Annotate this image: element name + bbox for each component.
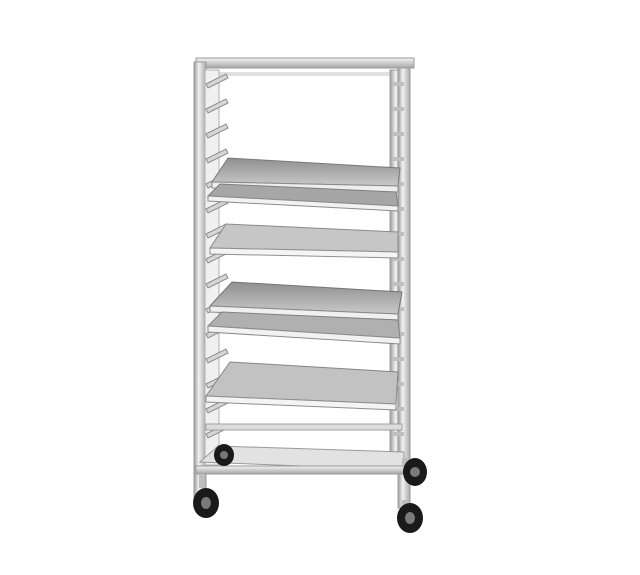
left-slide-runner [205,273,229,289]
right-slide-runner [392,382,404,386]
left-slide-runner [205,348,229,364]
caster-rear-left [214,444,234,466]
right-slide-runner [392,357,404,361]
right-slide-runner [392,407,404,411]
caster-front-left [193,474,219,518]
left-slide-runner [205,73,229,89]
caster-front-right [397,500,423,533]
tray-6 [205,361,399,411]
tray-2 [206,183,399,212]
right-slide-runner [392,107,404,111]
bottom-frame [195,423,411,475]
right-slide-runner [392,132,404,136]
right-slide-runner [392,257,404,261]
tray-5 [206,311,401,345]
right-slide-runner [392,432,404,436]
right-slide-runner [392,282,404,286]
left-slide-runner [205,198,229,214]
front-left-post [193,61,220,503]
left-slide-runner [205,148,229,164]
right-slide-runner [392,157,404,161]
left-slide-runner [205,123,229,139]
left-slide-runner [205,98,229,114]
top-frame [195,57,415,76]
tray-3 [209,223,399,259]
caster-rear-right [402,458,427,486]
tray-4 [208,281,403,321]
right-slide-runner [392,82,404,86]
